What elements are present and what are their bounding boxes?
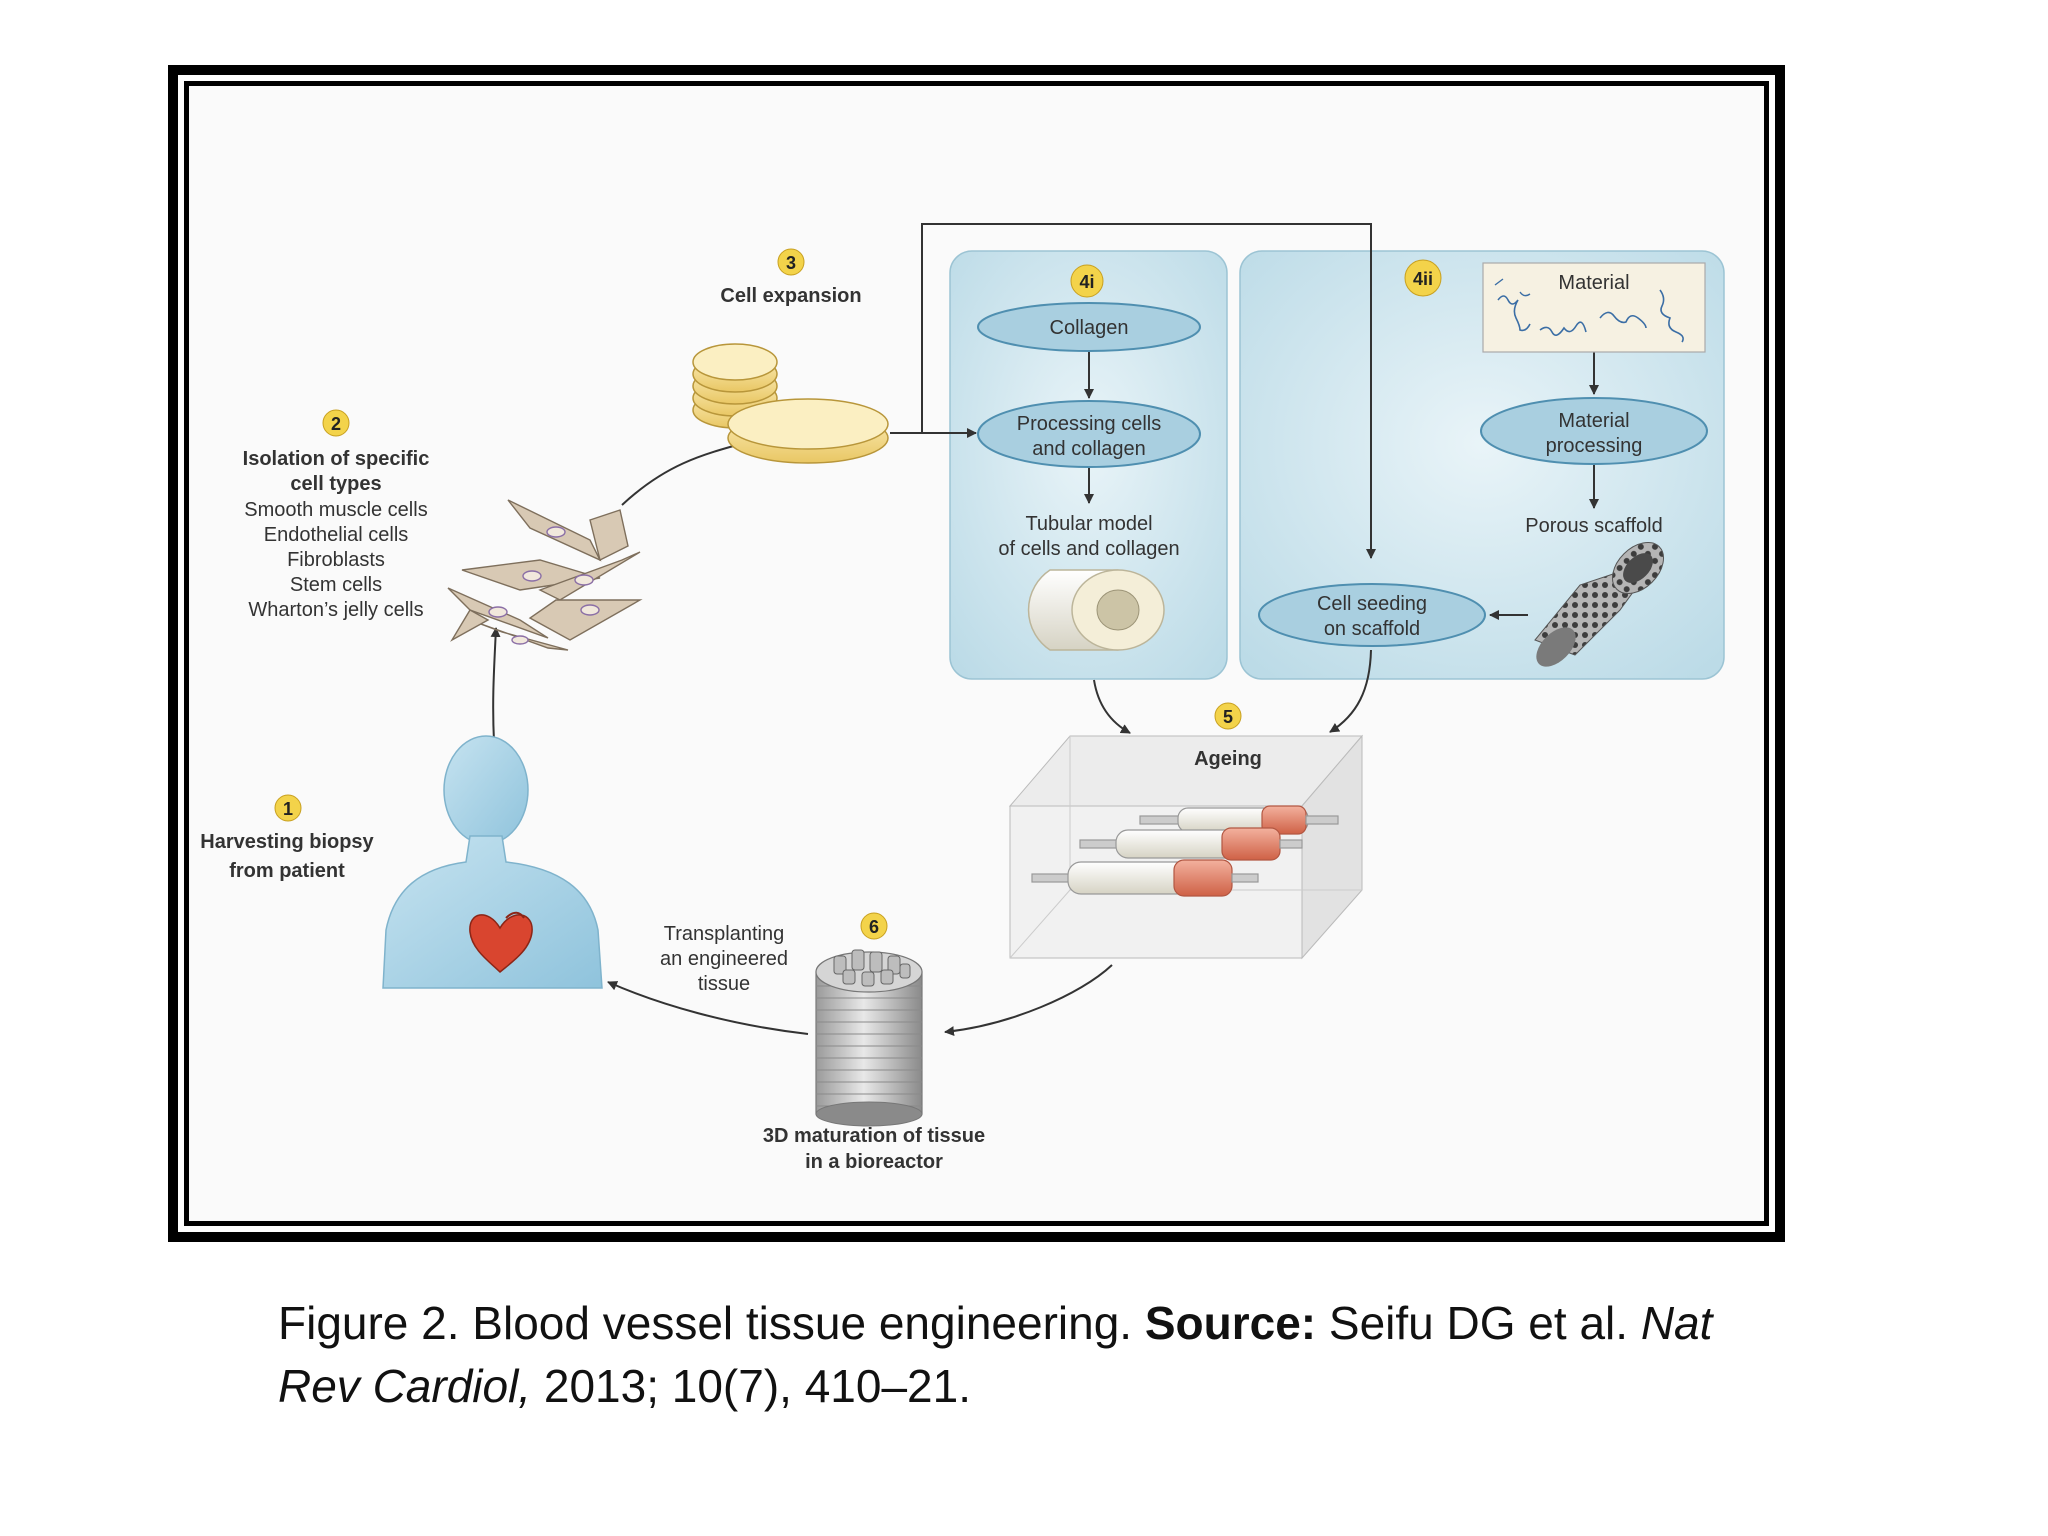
material-processing-line2: processing xyxy=(1546,435,1643,457)
step-badge-3: 3 xyxy=(777,248,805,276)
cell-type-endothelial: Endothelial cells xyxy=(264,524,409,546)
step-badge-2: 2 xyxy=(322,409,350,437)
bioreactor-label-line1: 3D maturation of tissue xyxy=(763,1125,985,1147)
svg-text:3: 3 xyxy=(786,253,796,273)
material-label: Material xyxy=(1558,272,1629,294)
bioreactor-label-line2: in a bioreactor xyxy=(805,1151,943,1173)
material-processing-line1: Material xyxy=(1558,410,1629,432)
bioreactor xyxy=(815,949,923,1127)
step-badge-4ii: 4ii xyxy=(1404,259,1442,297)
figure-caption: Figure 2. Blood vessel tissue engineerin… xyxy=(278,1292,1738,1418)
porous-scaffold-label: Porous scaffold xyxy=(1525,515,1663,537)
processing-label-line2: and collagen xyxy=(1032,438,1145,460)
step-badge-4i: 4i xyxy=(1070,264,1104,298)
porous-scaffold xyxy=(1534,542,1664,667)
arrow-6-to-1 xyxy=(607,981,809,1035)
svg-text:1: 1 xyxy=(283,799,293,819)
tubular-label-line1: Tubular model xyxy=(1025,513,1152,535)
arrow-1-to-2 xyxy=(490,627,501,743)
step2-title-line2: cell types xyxy=(290,473,381,495)
cell-type-stem: Stem cells xyxy=(290,574,382,596)
collagen-label: Collagen xyxy=(1050,317,1129,339)
arrow-3-to-4ii xyxy=(921,223,1376,559)
cell-seeding-node xyxy=(1258,583,1486,647)
transplant-line2: an engineered xyxy=(660,948,788,970)
step5-title: Ageing xyxy=(1194,748,1262,770)
cell-seeding-line2: on scaffold xyxy=(1324,618,1420,640)
svg-text:2: 2 xyxy=(331,414,341,434)
caption-source-label: Source: xyxy=(1144,1297,1317,1349)
processing-label-line1: Processing cells xyxy=(1017,413,1162,435)
cell-type-smooth-muscle: Smooth muscle cells xyxy=(244,499,427,521)
step-badge-1: 1 xyxy=(274,794,302,822)
collagen-node xyxy=(977,302,1201,352)
caption-journal: Nat Rev Cardiol, xyxy=(278,1297,1713,1412)
collagen-tube xyxy=(1027,569,1165,651)
svg-text:5: 5 xyxy=(1223,707,1233,727)
caption-details: 2013; 10(7), 410–21. xyxy=(531,1360,971,1412)
caption-authors: Seifu DG et al. xyxy=(1316,1297,1641,1349)
ageing-rollers xyxy=(1031,805,1339,897)
panel-4ii xyxy=(1239,250,1725,680)
cell-seeding-line1: Cell seeding xyxy=(1317,593,1427,615)
step2-title-line1: Isolation of specific xyxy=(243,448,430,470)
cells-illustration xyxy=(447,499,643,651)
cell-type-whartons-jelly: Wharton’s jelly cells xyxy=(248,599,423,621)
culture-dishes xyxy=(692,343,889,464)
arrow-4i-to-5 xyxy=(1093,679,1131,734)
step1-label-line2: from patient xyxy=(229,860,345,882)
material-processing-node xyxy=(1480,397,1708,465)
material-box xyxy=(1482,262,1706,353)
heart-icon xyxy=(469,911,533,974)
cell-type-fibroblasts: Fibroblasts xyxy=(287,549,385,571)
svg-text:4i: 4i xyxy=(1079,272,1094,292)
svg-text:6: 6 xyxy=(869,917,879,937)
transplant-line3: tissue xyxy=(698,973,750,995)
step-badge-6: 6 xyxy=(860,912,888,940)
arrow-5-to-6 xyxy=(944,964,1113,1037)
step3-title: Cell expansion xyxy=(720,285,861,307)
transplant-line1: Transplanting xyxy=(664,923,784,945)
step1-label-line1: Harvesting biopsy xyxy=(200,831,374,853)
svg-text:4ii: 4ii xyxy=(1413,269,1433,289)
caption-prefix: Figure 2. Blood vessel tissue engineerin… xyxy=(278,1297,1145,1349)
tubular-label-line2: of cells and collagen xyxy=(998,538,1179,560)
processing-node xyxy=(977,400,1201,468)
patient-figure xyxy=(382,735,603,989)
flow-arrows xyxy=(490,223,1599,1037)
step-badge-5: 5 xyxy=(1214,702,1242,730)
arrow-4ii-to-5 xyxy=(1329,649,1372,733)
